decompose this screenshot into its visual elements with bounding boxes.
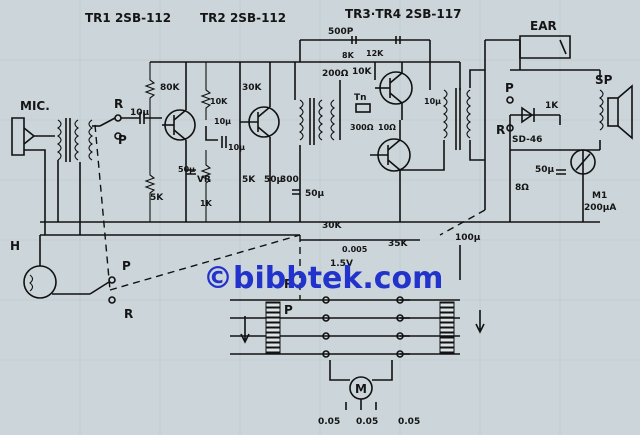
c-10u-c-label: 10µ [228, 143, 245, 152]
r-30k-a-label: 30K [242, 83, 263, 93]
r-1k-b-label: 1K [545, 101, 559, 111]
input-switch: R P 10µ [92, 97, 162, 147]
c-10u-b-label: 10µ [214, 117, 231, 126]
r-8-label: 8Ω [515, 183, 529, 193]
h-coil: H [10, 235, 90, 299]
c-50u-b-label: 50µ [264, 175, 284, 185]
c-0005-d-label: 0.05 [398, 417, 420, 427]
ear-jack: EAR [519, 19, 571, 59]
m1-label: M1 [592, 191, 607, 201]
c-500p-label: 500P [328, 27, 354, 37]
h-label: H [10, 239, 20, 253]
r-1k-a-label: 1K [200, 199, 213, 208]
switch-bank: R P [230, 277, 485, 358]
driver-transformer [294, 62, 335, 222]
sb-r-label: R [284, 277, 293, 291]
c-10u-d-label: 10µ [424, 97, 441, 106]
lower-left-switch: P R [89, 259, 133, 321]
c-0005-a-label: 0.005 [342, 245, 368, 254]
c-100u-label: 100µ [455, 233, 481, 243]
title-tr2: TR2 2SB-112 [200, 11, 286, 25]
lower-network: 30K 0.005 35K 100µ 1.5V [300, 221, 481, 280]
r-300-label: 300Ω [350, 123, 374, 132]
tr2-transistor: 30K 5K 50µ 300 50µ [240, 62, 325, 222]
r-200-label: 200Ω [322, 69, 349, 79]
vr-label: VR [197, 175, 211, 185]
main-wiring [40, 39, 601, 236]
speaker: SP [595, 73, 633, 140]
r-35k-label: 35K [388, 239, 409, 249]
switch-r-label: R [114, 97, 123, 111]
r-80k-label: 80K [160, 83, 181, 93]
r-5k-a-label: 5K [150, 193, 164, 203]
r-10k-a-label: 10K [352, 67, 373, 77]
input-transformer [57, 118, 93, 235]
sd46-label: SD-46 [512, 135, 542, 145]
tr1-tr2-coupling: 10K 10µ 10µ VR 1K [197, 62, 245, 222]
tr1-transistor: 80K 5K 50µ [144, 62, 196, 222]
title-tr1: TR1 2SB-112 [85, 11, 171, 25]
out-switch-r-label: R [496, 123, 505, 137]
feedback-network: 500P 12K 8K 200Ω 10K Tn 300Ω 10Ω [322, 27, 401, 140]
c-50u-c-label: 50µ [305, 189, 325, 199]
mic-label: MIC. [20, 99, 50, 113]
r-5k-b-label: 5K [242, 175, 256, 185]
output-switch: P R [496, 81, 514, 137]
motor: M 0.05 0.05 0.05 [318, 360, 420, 427]
switch-p-label: P [118, 133, 127, 147]
sb-p-label: P [284, 303, 293, 317]
c-0005-c-label: 0.05 [356, 417, 378, 427]
meter-circuit: 1K SD-46 50µ M1 200µA 8Ω [512, 101, 616, 213]
r-10k-b-label: 10K [210, 97, 228, 106]
title-tr34: TR3·TR4 2SB-117 [345, 7, 461, 21]
tr3-transistor [375, 62, 413, 120]
c-300-label: 300 [280, 175, 299, 185]
ear-label: EAR [530, 19, 557, 33]
c-50u-d-label: 50µ [535, 165, 555, 175]
tr4-transistor [370, 120, 411, 222]
battery-label: 1.5V [330, 259, 353, 269]
ll-switch-r-label: R [124, 307, 133, 321]
out-switch-p-label: P [505, 81, 514, 95]
tn-label: Tn [354, 93, 367, 103]
ll-switch-p-label: P [122, 259, 131, 273]
sp-label: SP [595, 73, 613, 87]
watermark-text: ©bibbtek.com [203, 261, 443, 296]
r-10-label: 10Ω [378, 123, 396, 132]
output-transformer: 10µ [400, 62, 485, 171]
r-30k-b-label: 30K [322, 221, 343, 231]
m1-value-label: 200µA [584, 203, 616, 213]
c-0005-b-label: 0.05 [318, 417, 340, 427]
r-12k-label: 12K [366, 49, 384, 58]
switch-linkage [94, 124, 486, 300]
r-8k-label: 8K [342, 51, 355, 60]
motor-label: M [355, 382, 367, 396]
mic-jack: MIC. [11, 99, 55, 235]
